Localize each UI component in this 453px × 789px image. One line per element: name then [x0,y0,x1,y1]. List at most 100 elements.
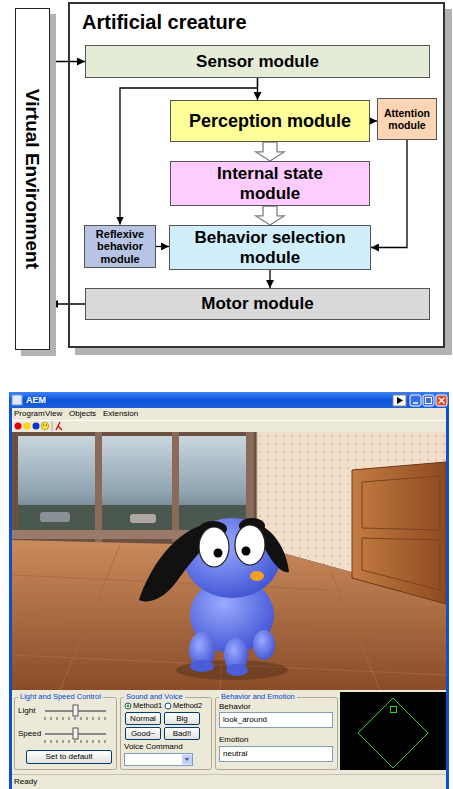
status-bar [12,774,446,775]
room-scene [352,462,446,604]
node-label: Perception module [189,111,351,132]
toolbar [12,420,446,432]
field-label: Light [18,706,35,716]
window-buttons [426,398,432,404]
ui-text: Program [14,409,45,419]
button-label: Normal [130,714,156,724]
heading: Artificial creature [82,10,431,34]
node-label: Sensor module [196,52,319,72]
window-frame [9,392,449,789]
text-field: neutral [219,746,333,762]
module-box: Reflexive behavior module [84,225,156,269]
menu-item: Extension [103,409,138,419]
ui-text: Extension [103,409,138,419]
window-frame [9,392,449,408]
node-label: Behavior selection module [178,228,362,267]
ui-text: Ready [14,777,37,787]
button-label: Set to default [45,752,92,762]
status-text: Ready [14,777,37,787]
toolbar [56,422,62,430]
menu-item: Objects [69,409,96,419]
system-boundary: Artificial creatureSensor modulePercepti… [68,2,445,348]
room-scene [12,432,446,690]
arrow-connector [370,120,377,121]
status-bar [12,774,446,789]
module-box: Motor module [85,288,430,320]
group-title: Sound and Voice [124,692,185,702]
node-label: Motor module [201,294,313,314]
ui-text: Sound and Voice [124,692,185,702]
window-buttons [436,395,447,406]
dog-figure [199,527,229,567]
minimap [340,692,446,770]
status-bar [12,774,446,789]
slider-control [73,705,78,716]
minimap [340,692,446,770]
dropdown-box [125,754,193,766]
ui-text: Method1 [133,701,162,711]
toolbar [15,423,22,430]
slider-control [45,740,105,743]
menu-item: View [45,409,62,419]
flow-arrow [256,206,284,225]
dog-figure [214,549,223,558]
dropdown-box [125,754,193,766]
minimap [358,698,428,768]
arrow-connector [371,140,407,248]
ui-text: Speed [18,729,41,739]
window-buttons [423,395,434,406]
ui-text: Voice Command [124,742,183,752]
room-scene [40,512,70,522]
window-buttons [393,395,447,406]
node-label: Virtual Environment [22,89,44,269]
push-button: Bad!! [164,727,200,740]
window-buttons [393,395,406,406]
arrow-connector [156,246,169,247]
radio-label: Method1 [133,701,162,711]
field-label: Behavior [219,702,251,712]
push-button: Set to default [26,750,112,764]
window-buttons [410,395,421,406]
module-box: Internal state module [170,161,370,206]
module-box: Attention module [377,98,437,140]
radio-button [165,703,171,709]
arrow-connector [269,270,270,288]
field-label: Voice Command [124,742,183,752]
group-title: Behavior and Emotion [219,692,297,702]
button-label: Good~ [131,729,155,739]
dog-figure [253,630,275,660]
ui-text: Objects [69,409,96,419]
room-scene [12,432,258,544]
dog-figure [139,518,289,680]
radio-button [127,705,130,708]
field-value: look_around [223,715,329,725]
ui-text: Light [18,706,35,716]
menu-bar [12,408,446,420]
node-label: Internal state module [195,164,345,203]
room-scene [95,432,102,542]
push-button: Normal [125,712,161,725]
module-box: Sensor module [85,45,430,78]
window-buttons [413,402,418,404]
dropdown-box [185,758,190,761]
minimap [391,707,397,713]
toolbar [46,424,47,425]
field-label: Speed [18,729,41,739]
control-panel [15,698,117,770]
slider-control [73,728,78,739]
control-panel [121,698,212,770]
control-panel [216,698,338,770]
radio-label: Method2 [173,701,202,711]
dog-figure [250,571,264,581]
radio-button [125,703,131,709]
group-title: Light and Speed Control [18,692,103,702]
module-box: Behavior selection module [169,225,371,270]
room-scene [130,514,156,523]
toolbar [43,424,44,425]
toolbar [12,420,446,421]
button-label: Bad!! [173,729,192,739]
dog-figure [242,547,251,556]
module-box: Perception module [170,100,370,142]
